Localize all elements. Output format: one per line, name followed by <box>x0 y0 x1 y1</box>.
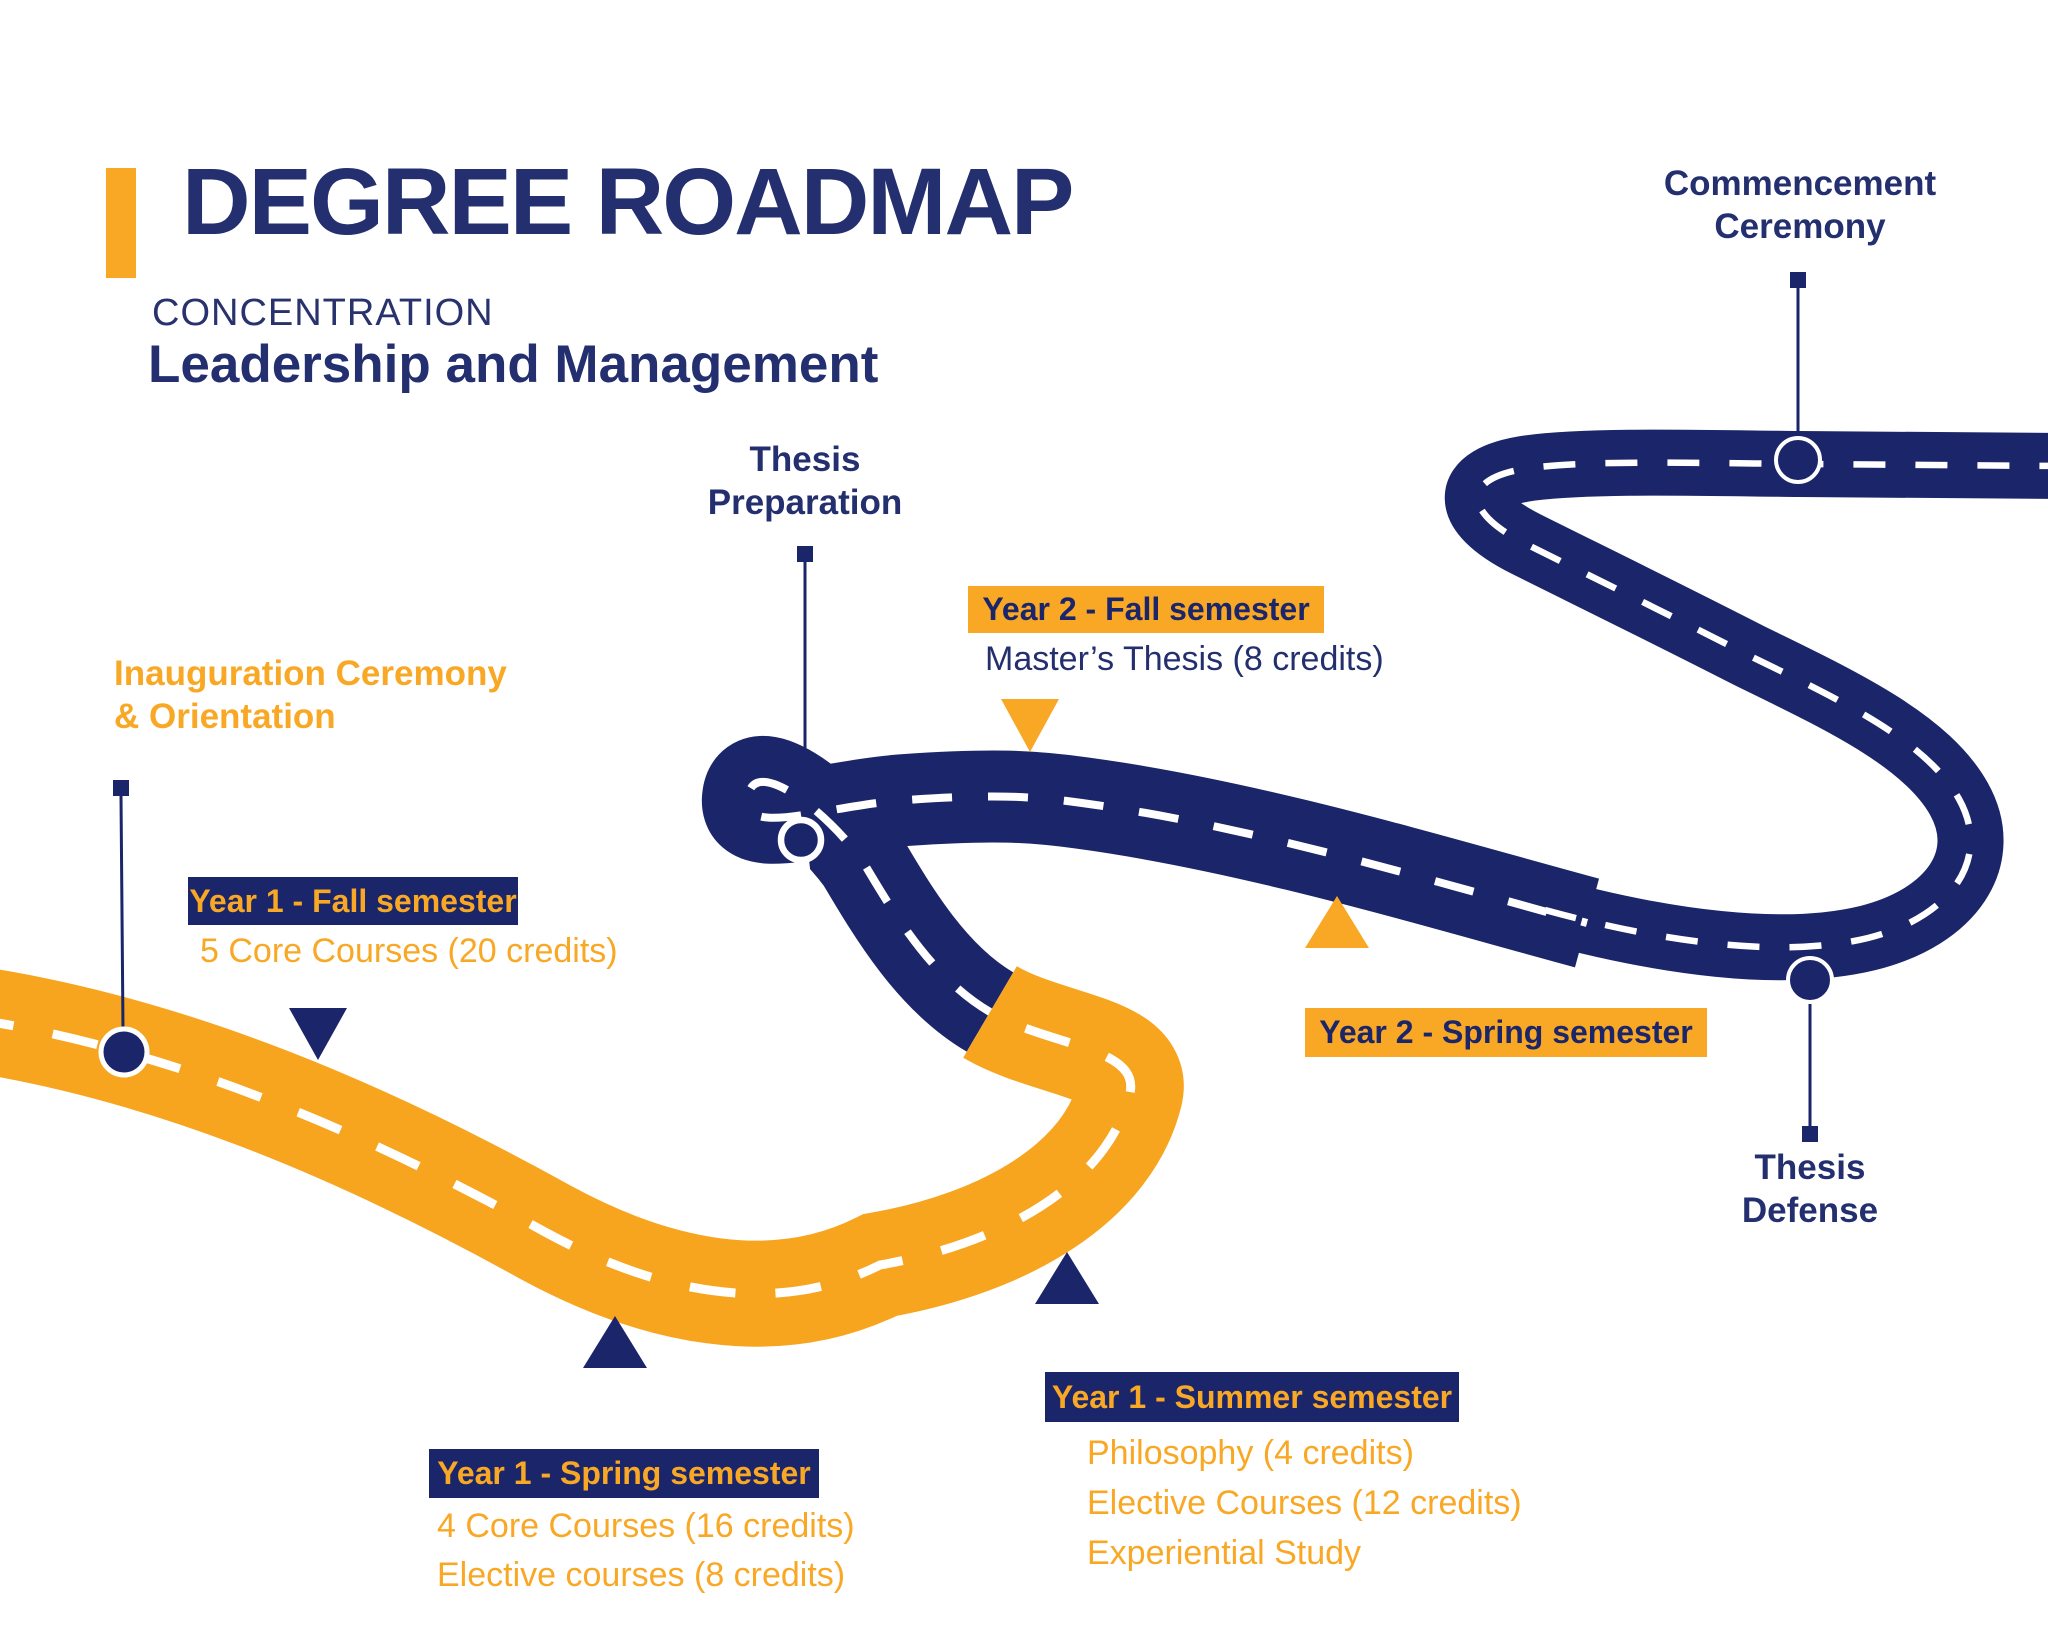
year1-fall-details: 5 Core Courses (20 credits) <box>200 930 618 972</box>
milestone-thesis-defense-label: Thesis Defense <box>1655 1146 1965 1232</box>
year2-spring-triangle-icon <box>1305 896 1369 948</box>
thesis-defense-square-pin <box>1802 1126 1818 1142</box>
year1-summer-triangle-icon <box>1035 1252 1099 1304</box>
thesis-preparation-pin-icon <box>777 816 825 892</box>
road-dash-middle <box>743 777 1589 1016</box>
commencement-line2: Ceremony <box>1714 207 1886 246</box>
thesis-defense-line1: Thesis <box>1754 1148 1866 1187</box>
thesis-defense-circle-marker <box>1786 956 1834 1004</box>
inauguration-line1: Inauguration Ceremony <box>114 654 507 693</box>
thesis-preparation-square-pin <box>797 546 813 562</box>
badge-year1-summer: Year 1 - Summer semester <box>1045 1372 1459 1422</box>
badge-year2-fall: Year 2 - Fall semester <box>968 586 1324 633</box>
page-title: DEGREE ROADMAP <box>182 149 1074 255</box>
year1-fall-triangle-icon <box>289 1008 347 1060</box>
thesis-defense-connector <box>1802 1002 1818 1142</box>
commencement-square-pin <box>1790 272 1806 288</box>
inauguration-connector <box>113 780 129 1031</box>
badge-year2-spring: Year 2 - Spring semester <box>1305 1008 1707 1057</box>
start-circle-marker <box>98 1026 150 1078</box>
detail-line: Philosophy (4 credits) <box>1087 1434 1414 1472</box>
thesis-preparation-connector <box>797 546 813 760</box>
concentration-value: Leadership and Management <box>148 335 879 394</box>
milestone-thesis-preparation-label: Thesis Preparation <box>655 438 955 524</box>
road-dash-orange <box>0 1008 1136 1299</box>
inauguration-square-pin <box>113 780 129 796</box>
concentration-label: CONCENTRATION <box>152 292 494 334</box>
commencement-line1: Commencement <box>1663 164 1937 203</box>
detail-line: 4 Core Courses (16 credits) <box>437 1507 855 1545</box>
thesis-preparation-line1: Thesis <box>749 440 861 479</box>
detail-line: Master’s Thesis (8 credits) <box>985 640 1384 678</box>
milestone-commencement-label: Commencement Ceremony <box>1630 162 1970 248</box>
year1-spring-triangle-icon <box>583 1316 647 1368</box>
badge-year1-fall: Year 1 - Fall semester <box>188 877 518 925</box>
detail-line: Elective courses (8 credits) <box>437 1556 846 1594</box>
detail-line: 5 Core Courses (20 credits) <box>200 932 618 970</box>
badge-year1-spring: Year 1 - Spring semester <box>429 1449 819 1498</box>
detail-line: Experiential Study <box>1087 1534 1362 1572</box>
commencement-connector <box>1790 272 1806 438</box>
inauguration-line2: & Orientation <box>114 697 336 736</box>
title-accent-bar <box>106 168 136 278</box>
road-dash-right <box>1474 459 2048 951</box>
year2-fall-triangle-icon <box>1001 699 1059 752</box>
milestone-inauguration-label: Inauguration Ceremony & Orientation <box>114 652 507 738</box>
road-year1-orange-segment <box>0 965 1184 1347</box>
detail-line: Elective Courses (12 credits) <box>1087 1484 1522 1522</box>
year1-spring-details: 4 Core Courses (16 credits) Elective cou… <box>437 1502 855 1600</box>
commencement-circle-marker <box>1774 436 1822 484</box>
thesis-preparation-line2: Preparation <box>707 483 903 522</box>
year2-fall-details: Master’s Thesis (8 credits) <box>985 638 1384 680</box>
year1-summer-details: Philosophy (4 credits) Elective Courses … <box>1087 1428 1522 1578</box>
thesis-defense-line2: Defense <box>1741 1191 1879 1230</box>
